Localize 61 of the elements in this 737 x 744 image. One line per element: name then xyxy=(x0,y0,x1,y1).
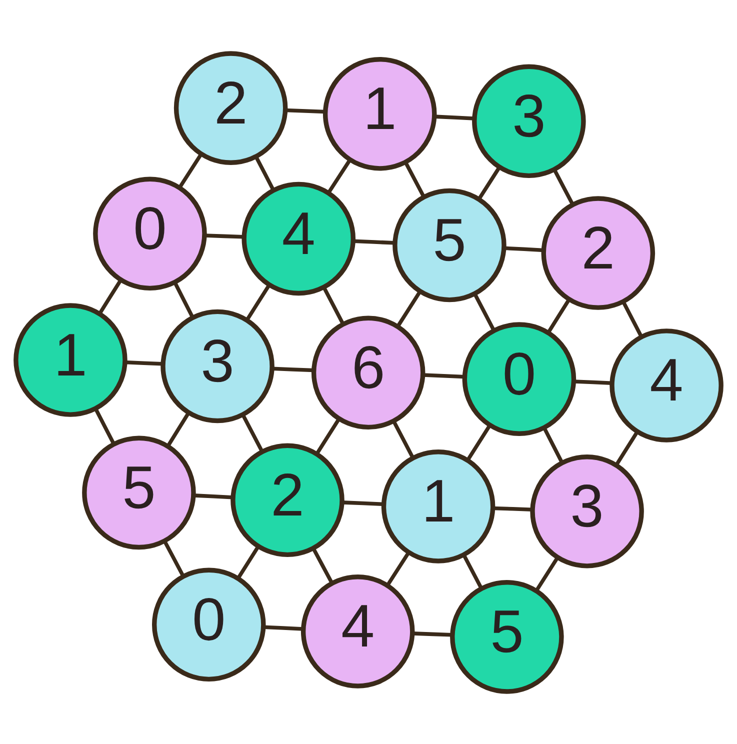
node-circle: 4 xyxy=(242,181,356,296)
connector xyxy=(614,430,639,466)
connector xyxy=(178,152,203,188)
connector xyxy=(162,540,185,577)
node-circle: 0 xyxy=(462,322,576,436)
connector xyxy=(492,506,533,511)
connector xyxy=(242,414,264,452)
node-circle: 2 xyxy=(541,196,656,310)
connector xyxy=(462,554,484,589)
connector xyxy=(552,168,574,206)
connector xyxy=(534,556,560,592)
connector xyxy=(272,366,314,372)
connector xyxy=(194,493,232,499)
node-circle: 3 xyxy=(530,454,644,568)
connector xyxy=(204,233,244,238)
connector xyxy=(542,426,564,462)
connector xyxy=(404,161,426,197)
connector xyxy=(392,420,414,458)
connector xyxy=(466,424,492,460)
connector xyxy=(245,284,271,321)
node-circle: 4 xyxy=(610,328,724,442)
connector xyxy=(125,360,163,366)
node-circle: 1 xyxy=(322,56,437,170)
connector xyxy=(166,411,190,447)
connector xyxy=(94,407,116,444)
connector xyxy=(312,546,334,584)
connector xyxy=(423,372,464,378)
connector xyxy=(342,500,384,506)
connector xyxy=(285,108,326,114)
node-circle: 6 xyxy=(311,315,426,430)
connector xyxy=(386,551,410,586)
connector xyxy=(396,290,422,326)
connector xyxy=(173,280,194,318)
node-circle: 3 xyxy=(472,64,586,178)
node-circle: 5 xyxy=(392,188,506,302)
node-circle: 5 xyxy=(82,435,196,550)
node-circle: 1 xyxy=(381,449,496,563)
connector xyxy=(477,166,501,200)
node-circle: 0 xyxy=(152,567,266,682)
node-circle: 5 xyxy=(450,580,564,694)
node-circle: 2 xyxy=(230,442,344,557)
connector xyxy=(434,114,474,120)
connector xyxy=(574,379,612,384)
connector xyxy=(473,292,496,330)
connector xyxy=(547,298,571,333)
connector xyxy=(322,286,344,324)
connector xyxy=(504,246,544,252)
node-circle: 1 xyxy=(14,302,128,416)
connector xyxy=(412,631,452,636)
connector xyxy=(622,300,644,338)
connector xyxy=(326,158,352,194)
connector xyxy=(263,624,304,630)
connector xyxy=(316,418,340,454)
connector xyxy=(254,156,276,190)
node-circle: 3 xyxy=(160,308,274,423)
node-circle: 2 xyxy=(174,50,288,164)
node-circle: 0 xyxy=(93,176,207,290)
connector xyxy=(98,278,122,314)
connector xyxy=(353,238,394,244)
node-circle: 4 xyxy=(300,574,415,688)
connector xyxy=(236,545,260,579)
